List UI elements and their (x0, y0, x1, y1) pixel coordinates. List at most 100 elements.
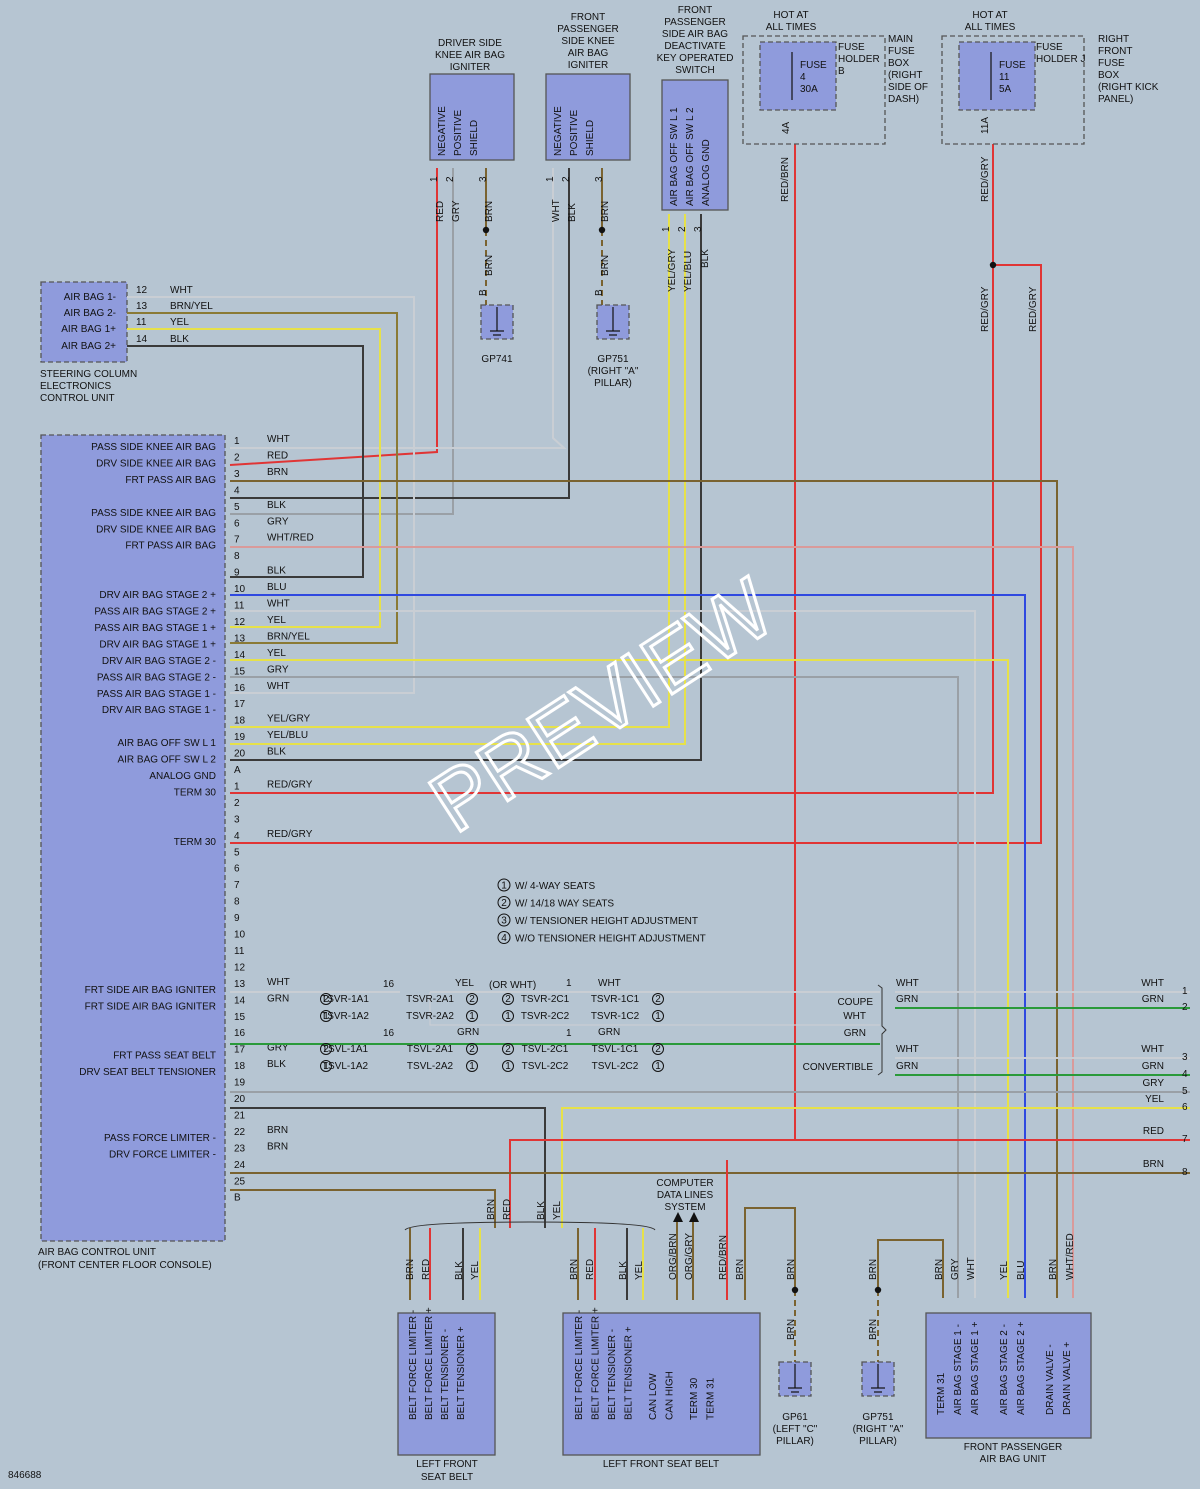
acu-wire-label: GRY (267, 1043, 289, 1054)
option-brace (404, 1221, 656, 1231)
data-lines-label: COMPUTER (656, 1178, 713, 1189)
splice (482, 226, 490, 234)
acu-name-1: AIR BAG CONTROL UNIT (38, 1247, 156, 1258)
acu-wire-label: BLK (267, 566, 286, 577)
pin-number: 2 (677, 226, 688, 232)
option-circle-number: 1 (655, 1011, 661, 1022)
acu-wire-label: WHT/RED (267, 533, 314, 544)
tsvl-label: TSVL-2C2 (522, 1061, 569, 1072)
main-fuse-hot-label: ALL TIMES (766, 22, 817, 33)
right-fuse-box-label: FRONT (1098, 46, 1132, 57)
pass-unit-pin-label: AIR BAG STAGE 2 + (1016, 1321, 1027, 1415)
note-circle (497, 896, 511, 909)
acu-wire-label: WHT (267, 977, 290, 988)
acu-pin-label: DRV FORCE LIMITER - (109, 1149, 216, 1160)
belt-a-pin-label: BELT TENSIONER + (456, 1326, 467, 1420)
sc-upper-p1: 1 (566, 978, 572, 989)
sc-lower-p16: 16 (383, 1028, 395, 1039)
note-number: 1 (501, 881, 507, 892)
driver-knee-igniter-pin-label: SHIELD (469, 120, 480, 156)
acu-pin: 13 (234, 979, 246, 990)
belt-b-pin-label: TERM 31 (706, 1377, 717, 1420)
gp751b-label: (RIGHT "A" (853, 1424, 904, 1435)
right-fuse-box-label: FUSE (1098, 58, 1125, 69)
splice (791, 1286, 799, 1294)
acu-pin-label: FRT PASS AIR BAG (125, 475, 216, 486)
right-output-pin: 2 (1182, 1002, 1188, 1013)
pin-number: 3 (594, 176, 605, 182)
top-wire-label: YEL/GRY (667, 249, 678, 292)
wire-yel-s2 (230, 659, 1009, 1298)
pass-unit-name: AIR BAG UNIT (980, 1454, 1047, 1465)
deactivate-switch-title: PASSENGER (664, 17, 726, 28)
acu-pin: 4 (234, 831, 240, 842)
main-fuse-holder-label: HOLDER (838, 54, 880, 65)
pass-unit-pin-label: AIR BAG STAGE 1 - (953, 1324, 964, 1415)
driver-knee-igniter-title: IGNITER (450, 62, 491, 73)
bottom-wire-label: ORG/BRN (668, 1233, 679, 1280)
acu-wire-label: GRN (267, 993, 289, 1004)
watermark: PREVIEW (414, 560, 790, 850)
pin-number: 3 (693, 226, 704, 232)
coupe-label: COUPE (837, 997, 873, 1008)
option-circle-number: 2 (505, 1044, 511, 1055)
acu-pin: 15 (234, 1012, 246, 1023)
convertible-label: CONVERTIBLE (803, 1062, 874, 1073)
top-wire-label: WHT (551, 199, 562, 222)
acu-wire-label: BLK (267, 747, 286, 758)
pass-unit-pin-label: AIR BAG STAGE 1 + (970, 1321, 981, 1415)
wire-blk-tens (230, 1107, 546, 1228)
pin-number: B (594, 289, 605, 296)
splice (989, 261, 997, 269)
note-circle (497, 931, 511, 944)
sc-pin: 13 (136, 301, 148, 312)
figure-id: 846688 (8, 1470, 42, 1481)
acu-pin-label: TERM 30 (174, 837, 217, 848)
option-circle (502, 1060, 514, 1072)
note-number: 4 (501, 933, 507, 944)
wire-sc-wht (127, 296, 415, 694)
deactivate-switch-pin-label: AIR BAG OFF SW L 1 (669, 107, 680, 206)
pass-knee-igniter-pin-label: SHIELD (585, 120, 596, 156)
pass-knee-igniter-box (545, 73, 631, 161)
note-text: W/ 4-WAY SEATS (515, 881, 596, 892)
belt-a-pin-label: BELT TENSIONER - (440, 1329, 451, 1420)
acu-pin: 19 (234, 1078, 246, 1089)
acu-wire-label: YEL (267, 648, 286, 659)
sc-pin-label: AIR BAG 1- (64, 292, 116, 303)
acu-pin: 17 (234, 1045, 246, 1056)
sc-lower-wire: GRN (598, 1027, 620, 1038)
acu-pin: 7 (234, 535, 240, 546)
bottom-wire-label: BLK (454, 1261, 465, 1280)
acu-wire-label: YEL/BLU (267, 730, 308, 741)
acu-name-2: (FRONT CENTER FLOOR CONSOLE) (38, 1260, 212, 1271)
main-fuse-box-label: SIDE OF (888, 82, 928, 93)
acu-pin: 11 (234, 946, 245, 957)
top-wire-label: BRN (484, 201, 495, 222)
option-circle (320, 993, 332, 1005)
wire-gry-drv-knee (230, 168, 454, 515)
acu-pin-label: DRV SIDE KNEE AIR BAG (96, 458, 216, 469)
acu-pin: 25 (234, 1176, 246, 1187)
note-text: W/ TENSIONER HEIGHT ADJUSTMENT (515, 916, 698, 927)
wire-red-drv-knee (229, 168, 438, 466)
acu-pin-label: DRV AIR BAG STAGE 1 - (102, 705, 216, 716)
acu-pin-label: AIR BAG OFF SW L 1 (117, 738, 216, 749)
right-output-wire: BRN (1143, 1159, 1164, 1170)
bottom-wire-label: RED (421, 1259, 432, 1280)
acu-pin: 5 (234, 847, 240, 858)
acu-wire-label: BLK (267, 1059, 286, 1070)
sc-lower-grn: GRN (457, 1027, 479, 1038)
belt-b-pin-label: CAN LOW (648, 1373, 659, 1420)
wire-blu (230, 594, 1026, 1298)
acu-pin: 3 (234, 469, 240, 480)
acu-pin: 13 (234, 633, 246, 644)
sc-pin-label: AIR BAG 2+ (61, 341, 116, 352)
gp61-label: PILLAR) (776, 1436, 814, 1447)
option-circle-number: 1 (323, 1011, 329, 1022)
bottom-wire-label: RED/BRN (718, 1235, 729, 1280)
right-output-wire: YEL (1145, 1094, 1164, 1105)
belt-a-name: LEFT FRONT (416, 1459, 477, 1470)
